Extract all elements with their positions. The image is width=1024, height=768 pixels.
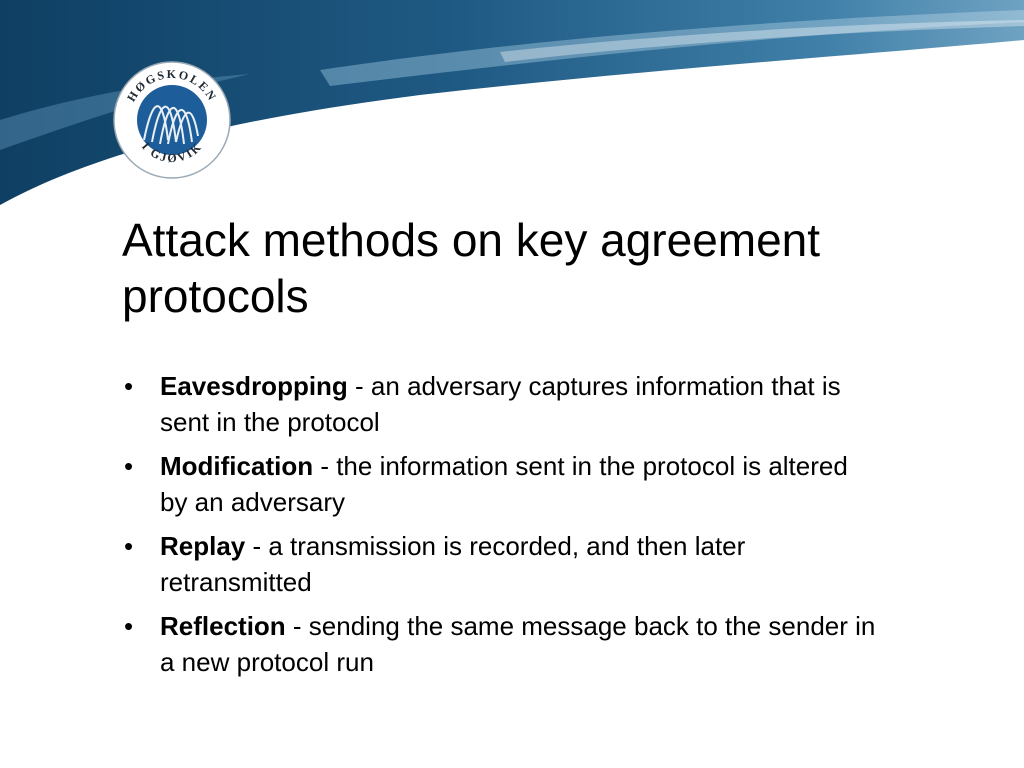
bullet-term: Reflection — [160, 611, 286, 641]
bullet-description: - an adversary captures information that… — [160, 371, 841, 437]
bullet-description: - sending the same message back to the s… — [160, 611, 876, 677]
bullet-term: Eavesdropping — [160, 371, 348, 401]
header-wave-banner — [0, 0, 1024, 205]
bullet-replay: • Replay - a transmission is recorded, an… — [122, 528, 882, 600]
bullet-icon: • — [124, 371, 134, 401]
bullet-list: • Eavesdropping - an adversary captures i… — [122, 368, 882, 688]
bullet-eavesdropping: • Eavesdropping - an adversary captures i… — [122, 368, 882, 440]
bullet-term: Replay — [160, 531, 246, 561]
bullet-icon: • — [124, 611, 134, 641]
bullet-icon: • — [124, 451, 134, 481]
bullet-icon: • — [124, 531, 134, 561]
slide-title: Attack methods on key agreement protocol… — [122, 214, 821, 322]
hogskolen-logo: HØGSKOLEN I GJØVIK — [113, 61, 231, 179]
bullet-term: Modification — [160, 451, 314, 481]
bullet-description: - a transmission is recorded, and then l… — [160, 531, 746, 597]
bullet-description: - the information sent in the protocol i… — [160, 451, 848, 517]
bullet-modification: • Modification - the information sent in … — [122, 448, 882, 520]
bullet-reflection: • Reflection - sending the same message b… — [122, 608, 882, 680]
